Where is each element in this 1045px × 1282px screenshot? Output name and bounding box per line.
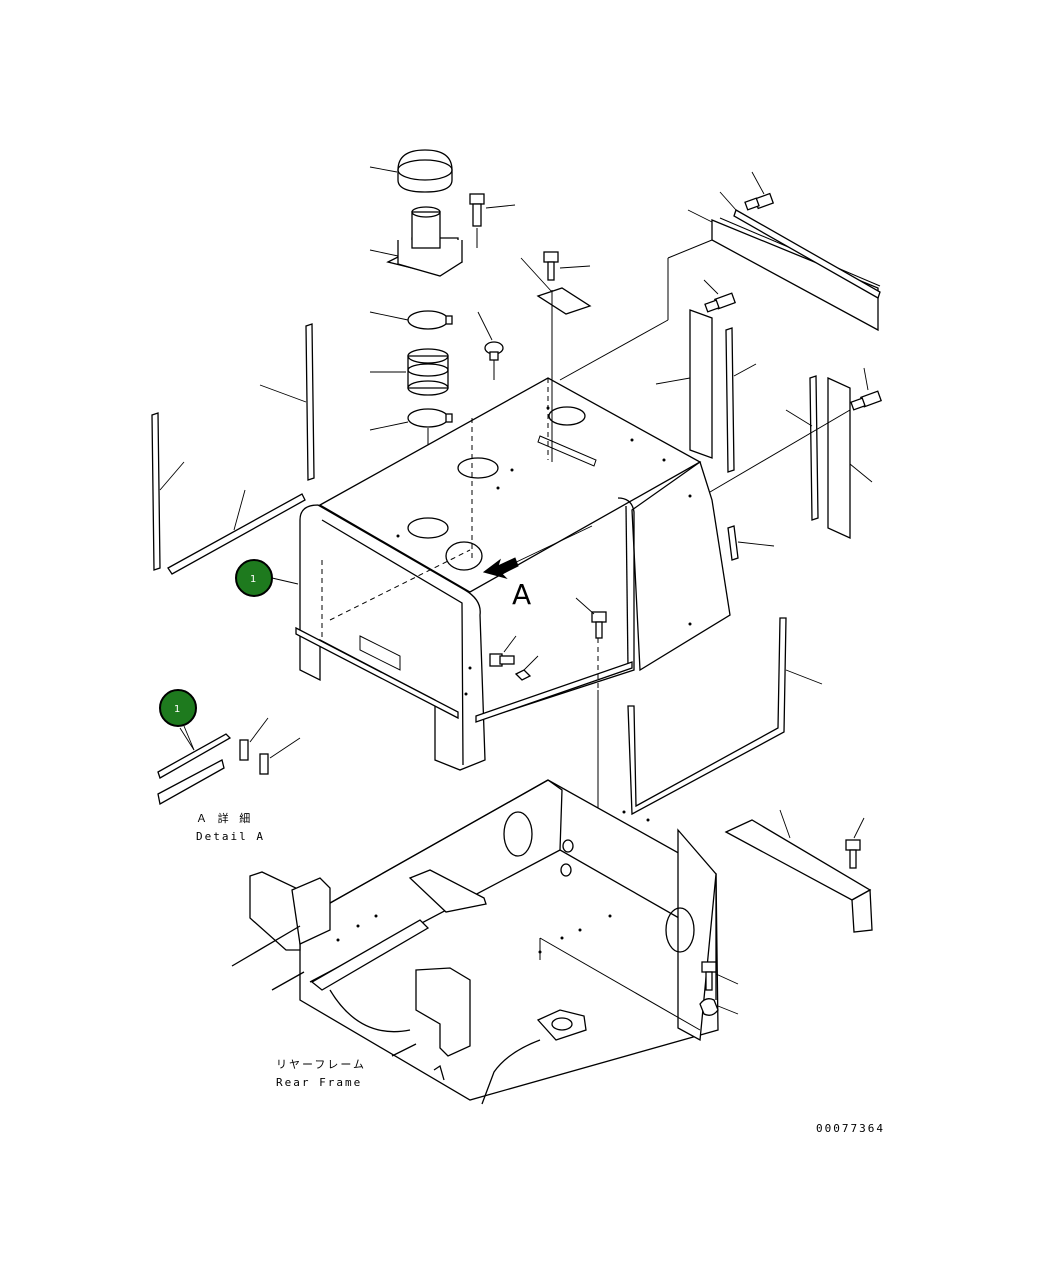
bolt-hood-horizontal bbox=[489, 635, 517, 667]
trim-strip-top bbox=[719, 191, 881, 299]
spacer-block bbox=[727, 525, 775, 561]
trim-vertical-left-2 bbox=[151, 412, 185, 571]
bolt-frame bbox=[701, 961, 739, 991]
view-arrow bbox=[445, 525, 593, 579]
bolt-top-right bbox=[744, 171, 775, 211]
bolt-top-left bbox=[469, 193, 516, 248]
detail-a-clip-1 bbox=[239, 717, 269, 761]
rain-cap bbox=[369, 149, 453, 193]
drawing-number: 00077364 bbox=[816, 1122, 885, 1135]
washer-small bbox=[514, 655, 539, 681]
trim-vertical-left-1 bbox=[259, 323, 315, 481]
clip-frame bbox=[699, 998, 739, 1016]
engine-hood bbox=[295, 377, 731, 771]
side-plate-right-2 bbox=[709, 376, 873, 540]
detail-a-label-en: Detail A bbox=[196, 830, 265, 843]
rear-frame bbox=[231, 779, 719, 1105]
callout-1-detail-number: 1 bbox=[174, 704, 180, 715]
bellows-tube bbox=[370, 348, 449, 396]
cover-plate bbox=[520, 257, 592, 462]
rear-frame-label-en: Rear Frame bbox=[276, 1076, 362, 1089]
trim-vertical-right-2 bbox=[785, 375, 819, 521]
exhaust-adapter bbox=[369, 206, 463, 277]
clamp-upper bbox=[369, 310, 453, 330]
bolt-right-mid bbox=[703, 279, 737, 313]
callout-1-hood bbox=[235, 559, 299, 597]
trim-diagonal-left bbox=[167, 489, 306, 575]
detail-a-clip-2 bbox=[259, 737, 301, 775]
view-letter: A bbox=[512, 578, 531, 611]
bolt-right-lower bbox=[850, 367, 883, 411]
detail-a-label-jp: Ａ 詳 細 bbox=[196, 811, 252, 825]
callout-1-detail bbox=[159, 689, 197, 751]
bracket-bottom-right bbox=[724, 809, 873, 933]
detail-a-rail bbox=[157, 727, 232, 806]
u-seal bbox=[627, 617, 823, 816]
callout-1-hood-number: 1 bbox=[250, 574, 256, 585]
side-plate-right-1 bbox=[655, 309, 713, 459]
bolt-bottom-right bbox=[845, 817, 865, 869]
trim-vertical-right-1 bbox=[725, 327, 757, 473]
top-right-bracket bbox=[559, 209, 881, 381]
cap-knob bbox=[477, 311, 504, 380]
bolt-cover-plate bbox=[543, 251, 591, 281]
rear-frame-label-jp: リヤーフレーム bbox=[276, 1058, 366, 1071]
